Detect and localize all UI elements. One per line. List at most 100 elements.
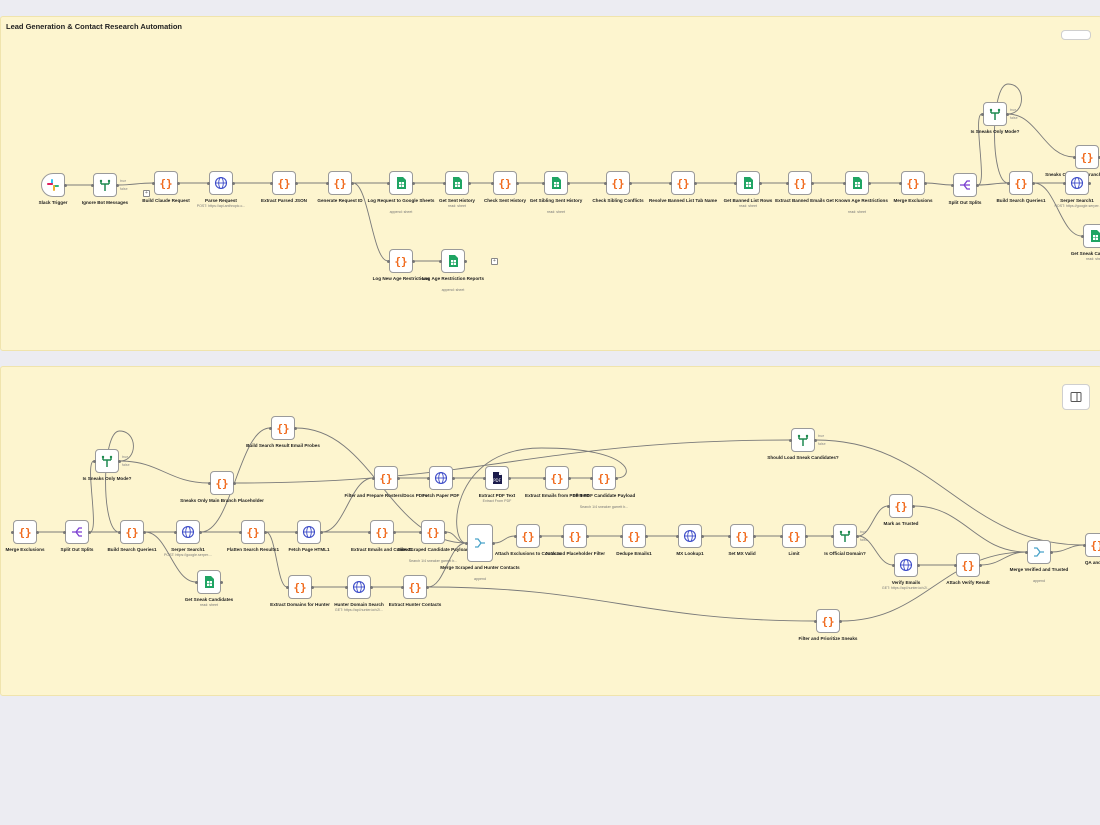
node-serper-search-top[interactable] bbox=[1065, 171, 1089, 195]
node-filter-prepare-pdfs[interactable]: {} bbox=[374, 466, 398, 490]
output-port[interactable] bbox=[811, 181, 814, 185]
input-port[interactable] bbox=[118, 530, 121, 534]
node-filter-prioritize-sneaks[interactable]: {} bbox=[816, 609, 840, 633]
node-extract-pdf-text[interactable]: PDF bbox=[485, 466, 509, 490]
node-slim-pdf-candidate[interactable]: {} bbox=[592, 466, 616, 490]
node-build-claude-request[interactable]: {} bbox=[154, 171, 178, 195]
canvas-control-button[interactable] bbox=[1061, 30, 1091, 40]
node-ignore-bot-messages[interactable] bbox=[93, 173, 117, 197]
output-port[interactable] bbox=[1098, 155, 1100, 159]
output-port[interactable] bbox=[88, 530, 91, 534]
output-port[interactable] bbox=[586, 534, 589, 538]
output-port[interactable] bbox=[412, 259, 415, 263]
output-port[interactable] bbox=[567, 181, 570, 185]
input-port[interactable] bbox=[899, 181, 902, 185]
output-port[interactable] bbox=[868, 181, 871, 185]
input-port[interactable] bbox=[465, 541, 468, 545]
input-port[interactable] bbox=[814, 619, 817, 623]
input-port[interactable] bbox=[1073, 155, 1076, 159]
output-port[interactable] bbox=[36, 530, 39, 534]
input-port[interactable] bbox=[207, 181, 210, 185]
input-port[interactable] bbox=[728, 534, 731, 538]
output-port[interactable] bbox=[118, 459, 121, 463]
input-port[interactable] bbox=[604, 181, 607, 185]
output-port[interactable] bbox=[645, 534, 648, 538]
input-port[interactable] bbox=[543, 476, 546, 480]
input-port[interactable] bbox=[345, 585, 348, 589]
output-port[interactable] bbox=[199, 530, 202, 534]
output-port[interactable] bbox=[1032, 181, 1035, 185]
node-get-banned-list-rows[interactable] bbox=[736, 171, 760, 195]
output-port[interactable] bbox=[452, 476, 455, 480]
input-port[interactable] bbox=[443, 181, 446, 185]
input-port[interactable] bbox=[11, 530, 14, 534]
output-port[interactable] bbox=[444, 530, 447, 534]
output-port[interactable] bbox=[508, 476, 511, 480]
input-port[interactable] bbox=[387, 181, 390, 185]
input-port[interactable] bbox=[491, 181, 494, 185]
node-attach-verify-result[interactable]: {} bbox=[956, 553, 980, 577]
input-port[interactable] bbox=[734, 181, 737, 185]
input-port[interactable] bbox=[514, 534, 517, 538]
node-attach-exclusions[interactable]: {} bbox=[516, 524, 540, 548]
node-get-sneak-top[interactable] bbox=[1083, 224, 1100, 248]
node-log-new-age[interactable]: {} bbox=[389, 249, 413, 273]
node-sneaks-only-main-top[interactable]: {} bbox=[1075, 145, 1099, 169]
output-port[interactable] bbox=[694, 181, 697, 185]
output-port[interactable] bbox=[1050, 550, 1053, 554]
output-port[interactable] bbox=[233, 481, 236, 485]
input-port[interactable] bbox=[887, 504, 890, 508]
input-port[interactable] bbox=[483, 476, 486, 480]
input-port[interactable] bbox=[208, 481, 211, 485]
add-node-plus-icon[interactable]: + bbox=[491, 258, 498, 265]
output-port[interactable] bbox=[629, 181, 632, 185]
input-port[interactable] bbox=[590, 476, 593, 480]
input-port[interactable] bbox=[174, 530, 177, 534]
input-port[interactable] bbox=[843, 181, 846, 185]
output-port[interactable] bbox=[232, 181, 235, 185]
output-port[interactable] bbox=[64, 183, 67, 187]
input-port[interactable] bbox=[780, 534, 783, 538]
input-port[interactable] bbox=[831, 534, 834, 538]
input-port[interactable] bbox=[1063, 181, 1066, 185]
node-limit[interactable]: {} bbox=[782, 524, 806, 548]
output-port[interactable] bbox=[393, 530, 396, 534]
input-port[interactable] bbox=[63, 530, 66, 534]
output-port[interactable] bbox=[839, 619, 842, 623]
output-port[interactable] bbox=[294, 426, 297, 430]
output-port[interactable] bbox=[320, 530, 323, 534]
node-should-load-sneak[interactable] bbox=[791, 428, 815, 452]
input-port[interactable] bbox=[1007, 181, 1010, 185]
node-junk-placeholder-filter[interactable]: {} bbox=[563, 524, 587, 548]
node-qa-and-s[interactable]: {} bbox=[1085, 533, 1100, 557]
output-port[interactable] bbox=[516, 181, 519, 185]
output-port[interactable] bbox=[856, 534, 859, 538]
input-port[interactable] bbox=[93, 459, 96, 463]
input-port[interactable] bbox=[195, 580, 198, 584]
output-port[interactable] bbox=[220, 580, 223, 584]
output-port[interactable] bbox=[912, 504, 915, 508]
input-port[interactable] bbox=[954, 563, 957, 567]
input-port[interactable] bbox=[401, 585, 404, 589]
input-port[interactable] bbox=[620, 534, 623, 538]
input-port[interactable] bbox=[295, 530, 298, 534]
node-is-official-domain[interactable] bbox=[833, 524, 857, 548]
node-generate-request-id[interactable]: {} bbox=[328, 171, 352, 195]
input-port[interactable] bbox=[669, 181, 672, 185]
node-dedupe-emails[interactable]: {} bbox=[622, 524, 646, 548]
output-port[interactable] bbox=[917, 563, 920, 567]
input-port[interactable] bbox=[439, 259, 442, 263]
node-extract-banned-emails[interactable]: {} bbox=[788, 171, 812, 195]
node-verify-emails[interactable] bbox=[894, 553, 918, 577]
input-port[interactable] bbox=[326, 181, 329, 185]
output-port[interactable] bbox=[539, 534, 542, 538]
output-port[interactable] bbox=[177, 181, 180, 185]
output-port[interactable] bbox=[116, 183, 119, 187]
node-serper-search[interactable] bbox=[176, 520, 200, 544]
node-sneaks-only-main[interactable]: {} bbox=[210, 471, 234, 495]
output-port[interactable] bbox=[753, 534, 756, 538]
node-check-sent-history[interactable]: {} bbox=[493, 171, 517, 195]
output-port[interactable] bbox=[370, 585, 373, 589]
output-port[interactable] bbox=[701, 534, 704, 538]
add-node-plus-icon[interactable]: + bbox=[143, 190, 150, 197]
